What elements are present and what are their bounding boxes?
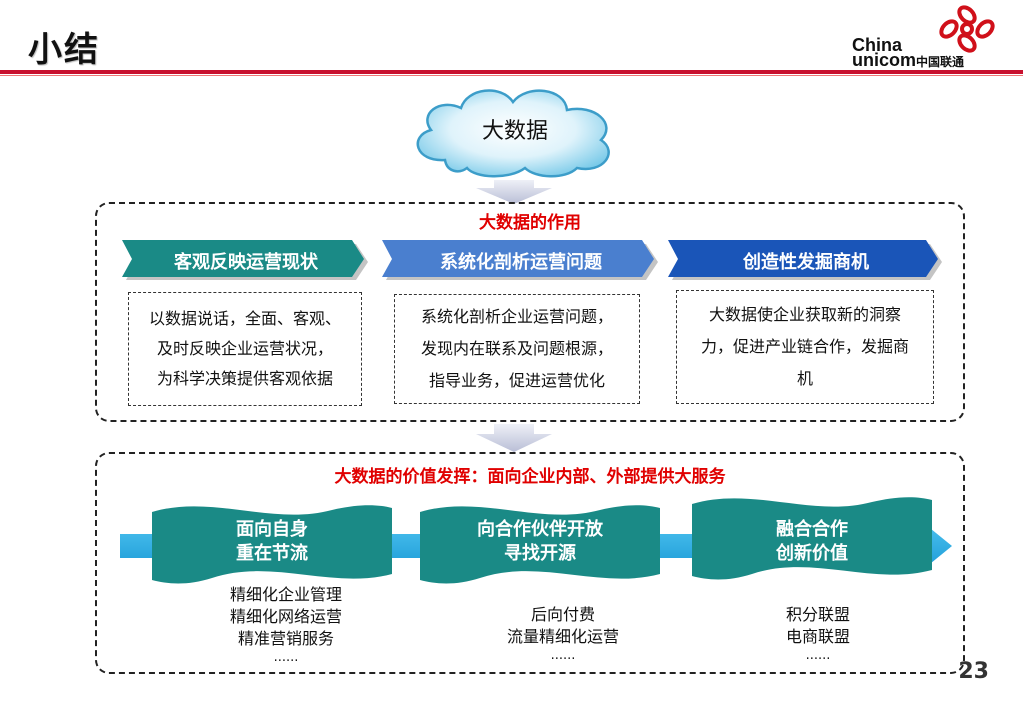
desc-line: 及时反映企业运营状况， [156, 339, 333, 358]
wave-label-1: 面向自身 重在节流 [172, 518, 372, 566]
list-item: ...... [273, 650, 299, 665]
title-rule-thin [0, 75, 1023, 76]
wave-label-line: 创新价值 [776, 543, 848, 564]
wave-label-line: 向合作伙伴开放 [477, 519, 603, 540]
list-item: 流量精细化运营 [506, 627, 619, 646]
list-item: 后向付费 [530, 605, 595, 624]
value-list-3: 积分联盟 电商联盟 ...... [718, 604, 918, 664]
role-section-title: 大数据的作用 [479, 213, 581, 233]
list-item: 电商联盟 [785, 627, 850, 646]
desc-line: 发现内在联系及问题根源， [420, 339, 613, 358]
wave-label-3: 融合合作 创新价值 [712, 518, 912, 566]
logo-en-line1: China [852, 35, 903, 55]
cloud-shape [416, 89, 610, 178]
logo-en-line2: unicom [852, 50, 917, 70]
wave-label-line: 融合合作 [776, 519, 848, 540]
wave-label-2: 向合作伙伴开放 寻找开源 [430, 518, 650, 566]
desc-line: 为科学决策提供客观依据 [156, 369, 333, 388]
list-item: 积分联盟 [785, 605, 850, 624]
banner-label: 客观反映运营现状 [174, 252, 318, 273]
desc-line: 力，促进产业链合作，发掘商 [700, 337, 909, 356]
brand-logo: China unicom中国联通 [852, 35, 965, 70]
wave-label-line: 面向自身 [236, 519, 308, 540]
banner-creative-opportunity: 创造性发掘商机 [668, 240, 944, 282]
wave-banner-1 [152, 505, 392, 584]
list-item: ...... [805, 648, 831, 663]
wave-banner-2 [420, 505, 660, 584]
banner-label: 系统化剖析运营问题 [440, 252, 602, 273]
list-item: 精细化企业管理 [229, 585, 342, 604]
title-rule [0, 70, 1023, 74]
list-item: ...... [550, 648, 576, 663]
down-arrow-icon [476, 424, 552, 452]
banner-shape [122, 240, 368, 280]
cloud-label: 大数据 [481, 119, 548, 144]
banner-shape [668, 240, 942, 280]
value-section-title: 大数据的价值发挥：面向企业内部、外部提供大服务 [334, 467, 726, 487]
desc-line: 机 [796, 369, 813, 388]
desc-line: 系统化剖析企业运营问题， [420, 307, 613, 326]
logo-cn: 中国联通 [916, 55, 965, 69]
china-unicom-knot-logo-icon [939, 5, 995, 53]
desc-line: 以数据说话，全面、客观、 [148, 309, 341, 328]
banner-label: 创造性发掘商机 [743, 252, 869, 273]
desc-line: 指导业务，促进运营优化 [428, 371, 605, 390]
value-list-1: 精细化企业管理 精细化网络运营 精准营销服务 ...... [186, 584, 386, 666]
page-number: 23 [958, 659, 989, 684]
banner-objective-status: 客观反映运营现状 [122, 240, 370, 282]
desc-line: 大数据使企业获取新的洞察 [708, 305, 901, 324]
list-item: 精细化网络运营 [229, 607, 342, 626]
value-list-2: 后向付费 流量精细化运营 ...... [463, 604, 663, 664]
banner-systematic-analysis: 系统化剖析运营问题 [382, 240, 660, 282]
wave-label-line: 重在节流 [236, 543, 308, 564]
down-arrow-icon [476, 180, 552, 204]
value-section-box [95, 452, 965, 674]
wave-label-line: 寻找开源 [504, 543, 576, 564]
page-title: 小结 [28, 30, 100, 70]
role-desc-box-2: 系统化剖析企业运营问题， 发现内在联系及问题根源， 指导业务，促进运营优化 [394, 294, 640, 404]
role-section-box [95, 202, 965, 422]
role-desc-box-3: 大数据使企业获取新的洞察 力，促进产业链合作，发掘商 机 [676, 290, 934, 404]
list-item: 精准营销服务 [237, 629, 334, 648]
wave-banner-3 [692, 497, 932, 580]
role-desc-box-1: 以数据说话，全面、客观、 及时反映企业运营状况， 为科学决策提供客观依据 [128, 292, 362, 406]
banner-shape [382, 240, 658, 280]
